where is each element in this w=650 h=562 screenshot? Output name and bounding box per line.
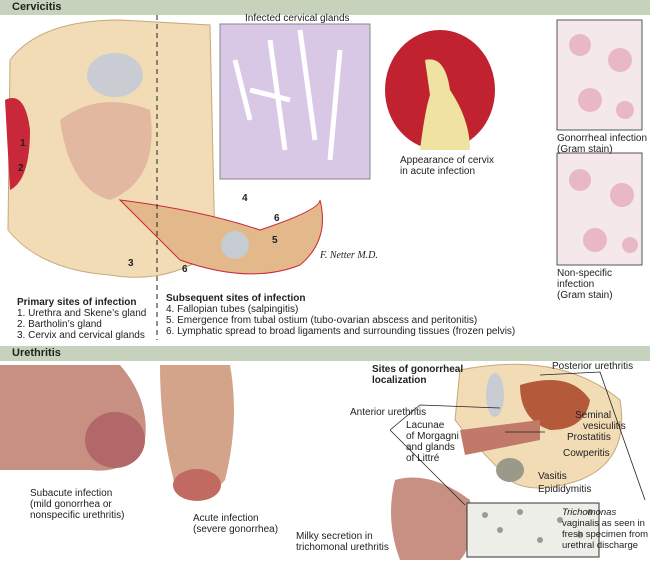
nonspecific-caption: Non-specific infection(Gram stain) (557, 268, 613, 301)
label-prostatitis: Prostatitis (567, 432, 611, 443)
gonorrheal-caption: Gonorrheal infection(Gram stain) (557, 133, 648, 155)
section-header-cervicitis: Cervicitis (0, 0, 650, 15)
primary-sites-list: Primary sites of infection 1. Urethra an… (17, 297, 147, 341)
marker-6b: 6 (182, 264, 188, 275)
marker-6a: 6 (274, 213, 280, 224)
label-epididymitis: Epididymitis (538, 484, 592, 495)
trichomonal-penis-illustration (391, 477, 472, 560)
trichomonas-specimen (466, 502, 600, 558)
marker-5: 5 (272, 235, 278, 246)
acute-caption: Acute infection(severe gonorrhea) (193, 513, 279, 535)
section-header-urethritis: Urethritis (0, 346, 650, 361)
marker-2: 2 (18, 163, 24, 174)
marker-4: 4 (242, 193, 248, 204)
histology-cervical-glands (219, 23, 371, 180)
subsequent-sites-list: Subsequent sites of infection 4. Fallopi… (166, 293, 516, 337)
acute-penis-illustration (160, 365, 234, 497)
marker-1: 1 (20, 138, 26, 149)
label-anterior: Anterior urethritis (350, 407, 427, 418)
label-infected-glands: Infected cervical glands (245, 13, 350, 24)
netter-signature: F. Netter M.D. (320, 250, 378, 261)
label-vasitis: Vasitis (538, 471, 567, 482)
label-cowperitis: Cowperitis (563, 448, 610, 459)
label-posterior: Posterior urethritis (552, 361, 634, 372)
marker-3: 3 (128, 258, 134, 269)
